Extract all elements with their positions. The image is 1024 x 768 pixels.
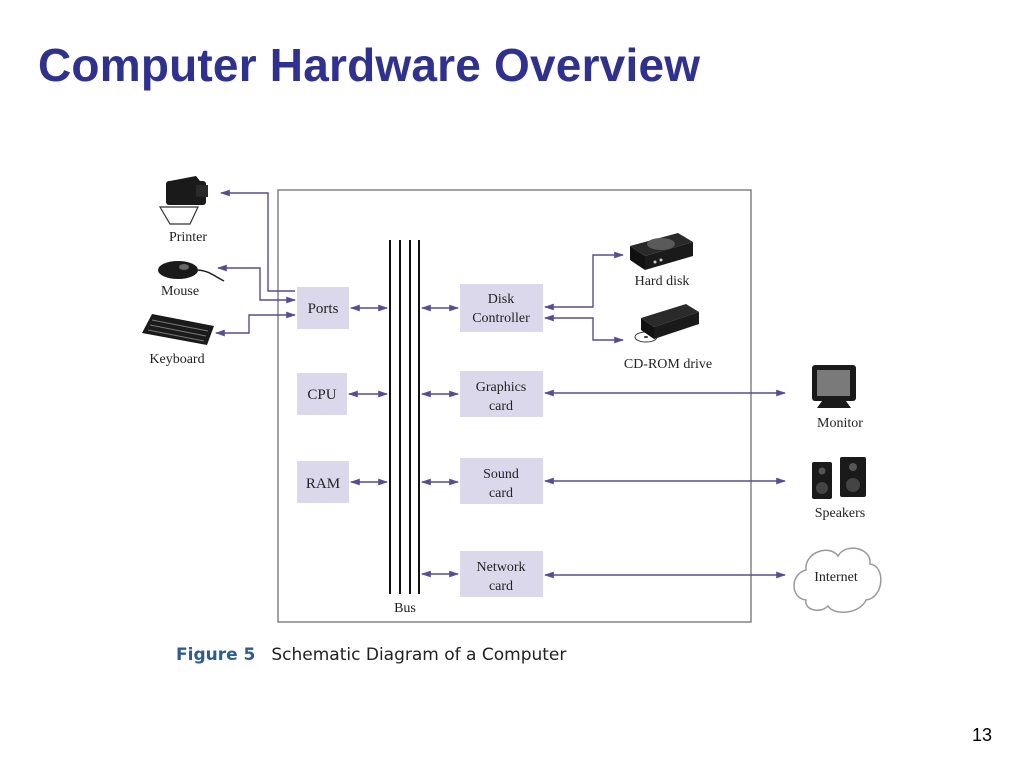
- figure-caption-text: Schematic Diagram of a Computer: [271, 645, 567, 665]
- ram-box: RAM: [297, 461, 349, 503]
- hard-disk-label: Hard disk: [635, 274, 690, 289]
- disk-controller-line2: Controller: [472, 311, 530, 326]
- monitor-label: Monitor: [817, 416, 863, 431]
- figure-caption: Figure 5 Schematic Diagram of a Computer: [176, 645, 566, 665]
- cdrom-label: CD-ROM drive: [624, 357, 712, 372]
- port-device-arrows: [215, 189, 296, 337]
- slide-title: Computer Hardware Overview: [38, 39, 701, 91]
- sound-card-line2: card: [489, 486, 513, 501]
- ports-label: Ports: [308, 301, 339, 317]
- computer-frame: [277, 189, 752, 623]
- monitor-icon: [812, 365, 856, 408]
- network-card-line1: Network: [477, 560, 526, 575]
- ports-box: Ports: [297, 287, 349, 329]
- storage-arrows: [544, 251, 624, 344]
- printer-label: Printer: [169, 230, 207, 245]
- speakers-label: Speakers: [815, 506, 866, 521]
- disk-controller-line1: Disk: [488, 292, 514, 307]
- card-device-arrows: [544, 389, 786, 579]
- printer-icon: [158, 176, 208, 225]
- cloud-icon: [793, 547, 882, 613]
- bus: [389, 240, 420, 594]
- cpu-label: CPU: [307, 387, 336, 403]
- keyboard-label: Keyboard: [149, 352, 204, 367]
- internet-label: Internet: [814, 570, 858, 585]
- sound-card-line1: Sound: [483, 467, 519, 482]
- hard-disk-icon: [630, 233, 693, 270]
- mouse-icon: [158, 261, 225, 282]
- cd-rom-icon: [634, 304, 699, 343]
- sound-card-box: Sound card: [460, 458, 543, 504]
- network-card-line2: card: [489, 579, 513, 594]
- graphics-card-line1: Graphics: [476, 380, 527, 395]
- speakers-icon: [812, 457, 866, 499]
- disk-controller-box: Disk Controller: [460, 284, 543, 332]
- mouse-label: Mouse: [161, 284, 199, 299]
- figure-label: Figure 5: [176, 645, 256, 665]
- network-card-box: Network card: [460, 551, 543, 597]
- graphics-card-box: Graphics card: [460, 371, 543, 417]
- cpu-box: CPU: [297, 373, 347, 415]
- ram-label: RAM: [306, 476, 340, 492]
- graphics-card-line2: card: [489, 399, 513, 414]
- bus-connector-arrows: [348, 304, 459, 578]
- bus-label: Bus: [394, 601, 416, 616]
- keyboard-icon: [142, 314, 214, 345]
- page-number: 13: [971, 725, 992, 745]
